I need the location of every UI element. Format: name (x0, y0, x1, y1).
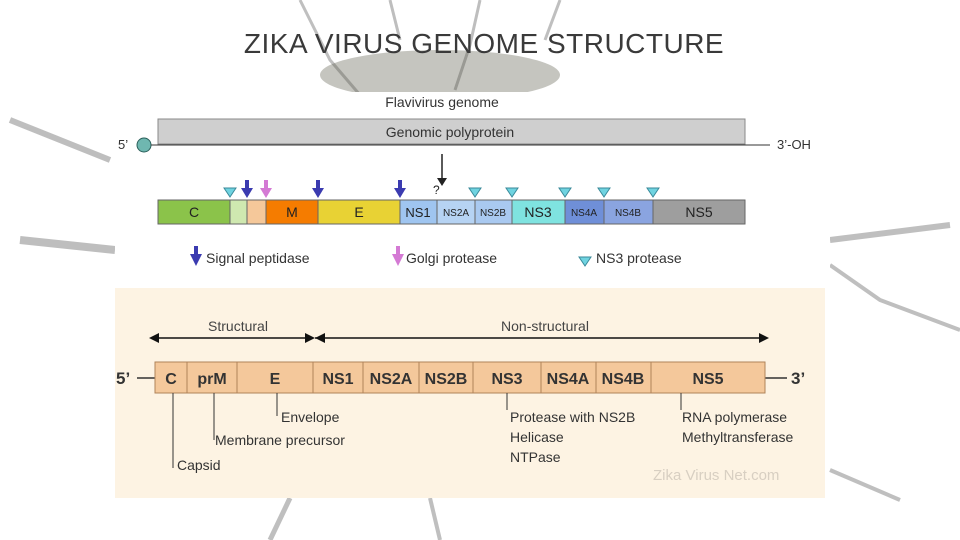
segment-ns4a (540, 361, 597, 394)
five-prime-label: 5’ (118, 137, 128, 152)
ns3-function-ntpase: NTPase (510, 449, 561, 465)
membrane-precursor-annotation: Membrane precursor (215, 432, 345, 448)
segment-ns1 (399, 199, 438, 225)
segment-ns1 (312, 361, 364, 394)
segment-c-anchor (229, 199, 248, 225)
golgi-protease-legend-label: Golgi protease (406, 250, 497, 266)
polyprotein-label: Genomic polyprotein (386, 124, 514, 140)
segment-label-ns2a: NS2A (370, 371, 413, 388)
genome-segment-bar (154, 361, 766, 394)
page-title: ZIKA VIRUS GENOME STRUCTURE (243, 28, 725, 59)
flavivirus-genome-heading: Flavivirus genome (385, 94, 499, 110)
five-prime-end-label: 5’ (116, 369, 130, 388)
five-prime-cap (136, 137, 152, 153)
watermark: Zika Virus Net.com (653, 467, 779, 484)
segment-prm (186, 361, 238, 394)
zika-genome-diagram: Structural Non-structural 5’ 3’ C prM E (115, 288, 825, 498)
cleavage-markers (223, 180, 660, 198)
segment-label-ns2a: NS2A (443, 208, 469, 219)
unknown-cleavage-label: ? (433, 183, 440, 197)
ns3-protease-marker (468, 187, 482, 198)
non-structural-label: Non-structural (501, 318, 589, 334)
signal-peptidase-legend-label: Signal peptidase (206, 250, 310, 266)
ns3-protease-marker (505, 187, 519, 198)
segment-bar (157, 199, 746, 225)
segment-label-ns4b: NS4B (602, 371, 645, 388)
segment-label-ns4b: NS4B (615, 208, 641, 219)
non-structural-arrow-left-head (315, 333, 325, 343)
non-structural-arrow-right-head (759, 333, 769, 343)
flavivirus-genome-diagram: Flavivirus genome Genomic polyprotein 5’… (115, 92, 830, 290)
signal-peptidase-arrow (312, 180, 324, 198)
signal-peptidase-arrow (394, 180, 406, 198)
segment-ns2a (362, 361, 420, 394)
legend: Signal peptidase Golgi protease NS3 prot… (190, 246, 682, 267)
unknown-cleavage-arrowhead (437, 178, 447, 186)
segment-label-m: M (286, 204, 298, 220)
segment-label-prm: prM (197, 371, 226, 388)
ns3-function-protease: Protease with NS2B (510, 409, 635, 425)
ns3-function-helicase: Helicase (510, 429, 564, 445)
three-prime-end-label: 3’ (791, 369, 805, 388)
ns3-protease-marker (558, 187, 572, 198)
segment-e (236, 361, 314, 394)
segment-pr (246, 199, 267, 225)
ns3-protease-marker (597, 187, 611, 198)
golgi-protease-legend-icon (392, 246, 404, 266)
ns3-protease-legend-icon (578, 256, 592, 267)
segment-label-ns1: NS1 (322, 371, 353, 388)
segment-label-ns5: NS5 (692, 371, 723, 388)
segment-e (317, 199, 401, 225)
segment-ns4b (595, 361, 652, 394)
signal-peptidase-arrow (241, 180, 253, 198)
segment-label-c: C (189, 204, 199, 220)
segment-label-ns2b: NS2B (425, 371, 468, 388)
structural-arrow-left-head (149, 333, 159, 343)
segment-label-ns3: NS3 (491, 371, 522, 388)
segment-ns5 (650, 361, 766, 394)
segment-label-ns2b: NS2B (480, 208, 506, 219)
envelope-annotation: Envelope (281, 409, 340, 425)
segment-label-ns1: NS1 (405, 205, 430, 220)
ns5-function-methyltransferase: Methyltransferase (682, 429, 793, 445)
segment-ns4b (603, 199, 654, 225)
structural-arrow-right-head (305, 333, 315, 343)
structural-label: Structural (208, 318, 268, 334)
ns3-protease-marker (223, 187, 237, 198)
segment-ns5 (652, 199, 746, 225)
segment-ns3 (511, 199, 566, 225)
segment-label-e: E (354, 204, 363, 220)
segment-label-ns4a: NS4A (547, 371, 590, 388)
ns3-protease-legend-label: NS3 protease (596, 250, 682, 266)
capsid-annotation: Capsid (177, 457, 221, 473)
three-prime-label: 3’-OH (777, 137, 811, 152)
golgi-protease-arrow (260, 180, 272, 198)
ns3-protease-marker (646, 187, 660, 198)
signal-peptidase-legend-icon (190, 246, 202, 266)
segment-ns2b (474, 199, 513, 225)
segment-ns2b (418, 361, 474, 394)
annotation-leaders (172, 393, 682, 468)
segment-m (265, 199, 319, 225)
segment-label-c: C (165, 371, 177, 388)
segment-ns3 (472, 361, 542, 394)
ns5-function-rna-polymerase: RNA polymerase (682, 409, 787, 425)
polyprotein-bar (157, 118, 746, 145)
segment-label-e: E (270, 371, 281, 388)
segment-label-ns3: NS3 (524, 204, 551, 220)
segment-label-ns5: NS5 (685, 204, 712, 220)
segment-label-ns4a: NS4A (571, 208, 597, 219)
